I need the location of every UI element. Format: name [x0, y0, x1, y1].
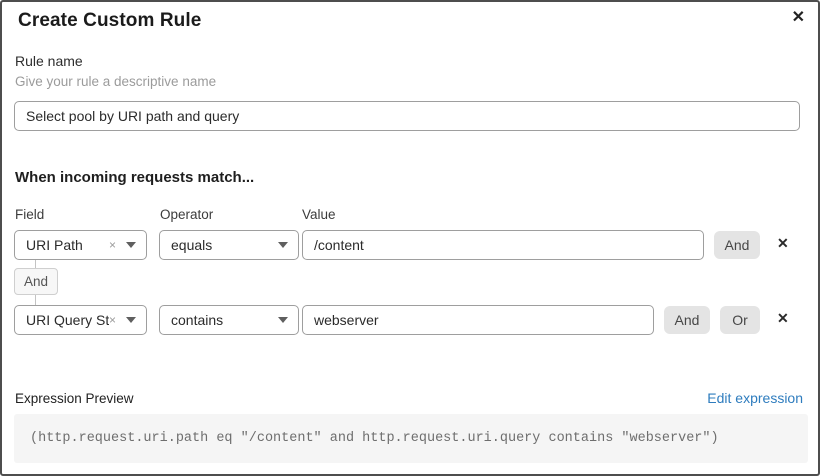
- operator-select-row1[interactable]: equals: [159, 230, 299, 260]
- field-select-row1[interactable]: URI Path ×: [14, 230, 147, 260]
- value-input-row1[interactable]: [302, 230, 704, 260]
- field-column-label: Field: [15, 207, 45, 222]
- clear-selection-icon[interactable]: ×: [108, 313, 116, 327]
- and-button-row1[interactable]: And: [714, 231, 760, 259]
- operator-select-row2-value: contains: [171, 312, 224, 328]
- connector-line-top: [35, 260, 36, 268]
- operator-select-row1-value: equals: [171, 237, 213, 253]
- value-input-row2[interactable]: [302, 305, 654, 335]
- operator-select-row2[interactable]: contains: [159, 305, 299, 335]
- connector-line-bottom: [35, 295, 36, 305]
- field-select-row2-value: URI Query St...: [26, 312, 109, 328]
- rule-name-label: Rule name: [15, 53, 83, 69]
- match-section-heading: When incoming requests match...: [15, 169, 255, 186]
- chevron-down-icon: [278, 242, 288, 248]
- or-button-row2[interactable]: Or: [720, 306, 760, 334]
- delete-row2-icon[interactable]: ✕: [777, 310, 789, 326]
- operator-column-label: Operator: [160, 207, 214, 222]
- field-select-row1-value: URI Path: [26, 237, 83, 253]
- delete-row1-icon[interactable]: ✕: [777, 235, 789, 251]
- value-column-label: Value: [302, 207, 336, 222]
- clear-selection-icon[interactable]: ×: [108, 238, 116, 252]
- chevron-down-icon: [126, 242, 136, 248]
- chevron-down-icon: [126, 317, 136, 323]
- expression-code-block: (http.request.uri.path eq "/content" and…: [14, 414, 808, 463]
- edit-expression-link[interactable]: Edit expression: [707, 390, 803, 406]
- field-select-row2[interactable]: URI Query St... ×: [14, 305, 147, 335]
- rule-name-helper: Give your rule a descriptive name: [15, 74, 217, 89]
- page-title: Create Custom Rule: [18, 10, 202, 31]
- rule-name-input[interactable]: [14, 101, 800, 131]
- and-connector-badge: And: [14, 268, 58, 295]
- chevron-down-icon: [278, 317, 288, 323]
- expression-preview-label: Expression Preview: [15, 391, 134, 406]
- expression-code: (http.request.uri.path eq "/content" and…: [30, 431, 719, 446]
- and-button-row2[interactable]: And: [664, 306, 710, 334]
- close-icon[interactable]: ✕: [791, 9, 805, 26]
